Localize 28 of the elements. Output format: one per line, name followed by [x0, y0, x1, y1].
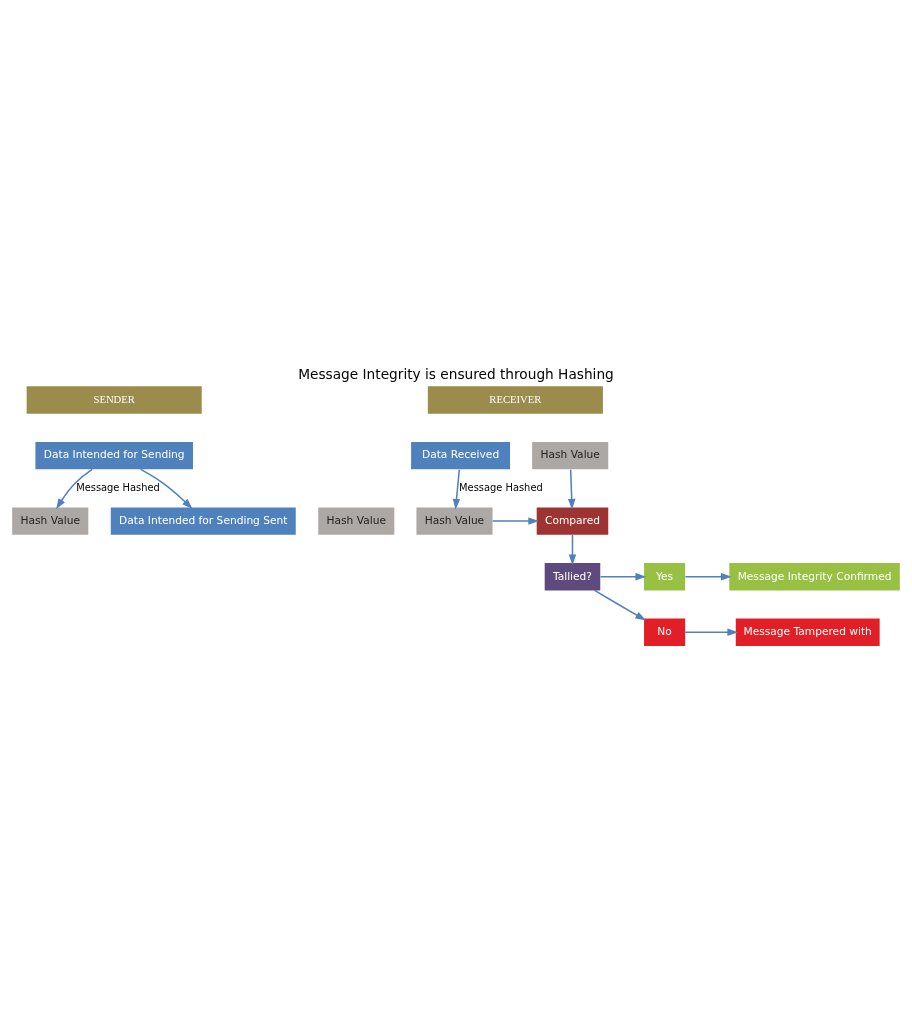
node-box: Yes [644, 563, 686, 591]
node-box: Hash Value [12, 507, 89, 535]
node-box: RECEIVER [427, 386, 603, 414]
node-box: Message Tampered with [735, 618, 880, 646]
edge-label: Message Hashed [459, 481, 543, 493]
node-box: Data Intended for Sending Sent [110, 507, 296, 535]
arrow [56, 468, 93, 510]
arrow [599, 572, 647, 581]
node-box: Message Integrity Confirmed [729, 563, 900, 591]
arrow [567, 468, 576, 510]
node-box: Hash Value [532, 441, 609, 470]
node-box: No [644, 618, 686, 646]
arrow [568, 534, 577, 566]
arrow [593, 589, 646, 621]
node-box: Data Received [411, 441, 511, 470]
node-box: Compared [536, 507, 609, 535]
arrow [139, 468, 193, 509]
node-box: Data Intended for Sending [35, 441, 193, 470]
edge-label: Message Hashed [76, 481, 160, 493]
diagram-title: Message Integrity is ensured through Hashing [298, 366, 614, 383]
arrow [684, 628, 739, 636]
node-box: SENDER [26, 386, 202, 414]
node-box: Tallied? [544, 563, 601, 591]
arrow [452, 468, 461, 510]
node-box: Hash Value [416, 507, 493, 535]
arrow [684, 572, 732, 581]
arrow [491, 517, 539, 525]
node-box: Hash Value [318, 507, 395, 535]
